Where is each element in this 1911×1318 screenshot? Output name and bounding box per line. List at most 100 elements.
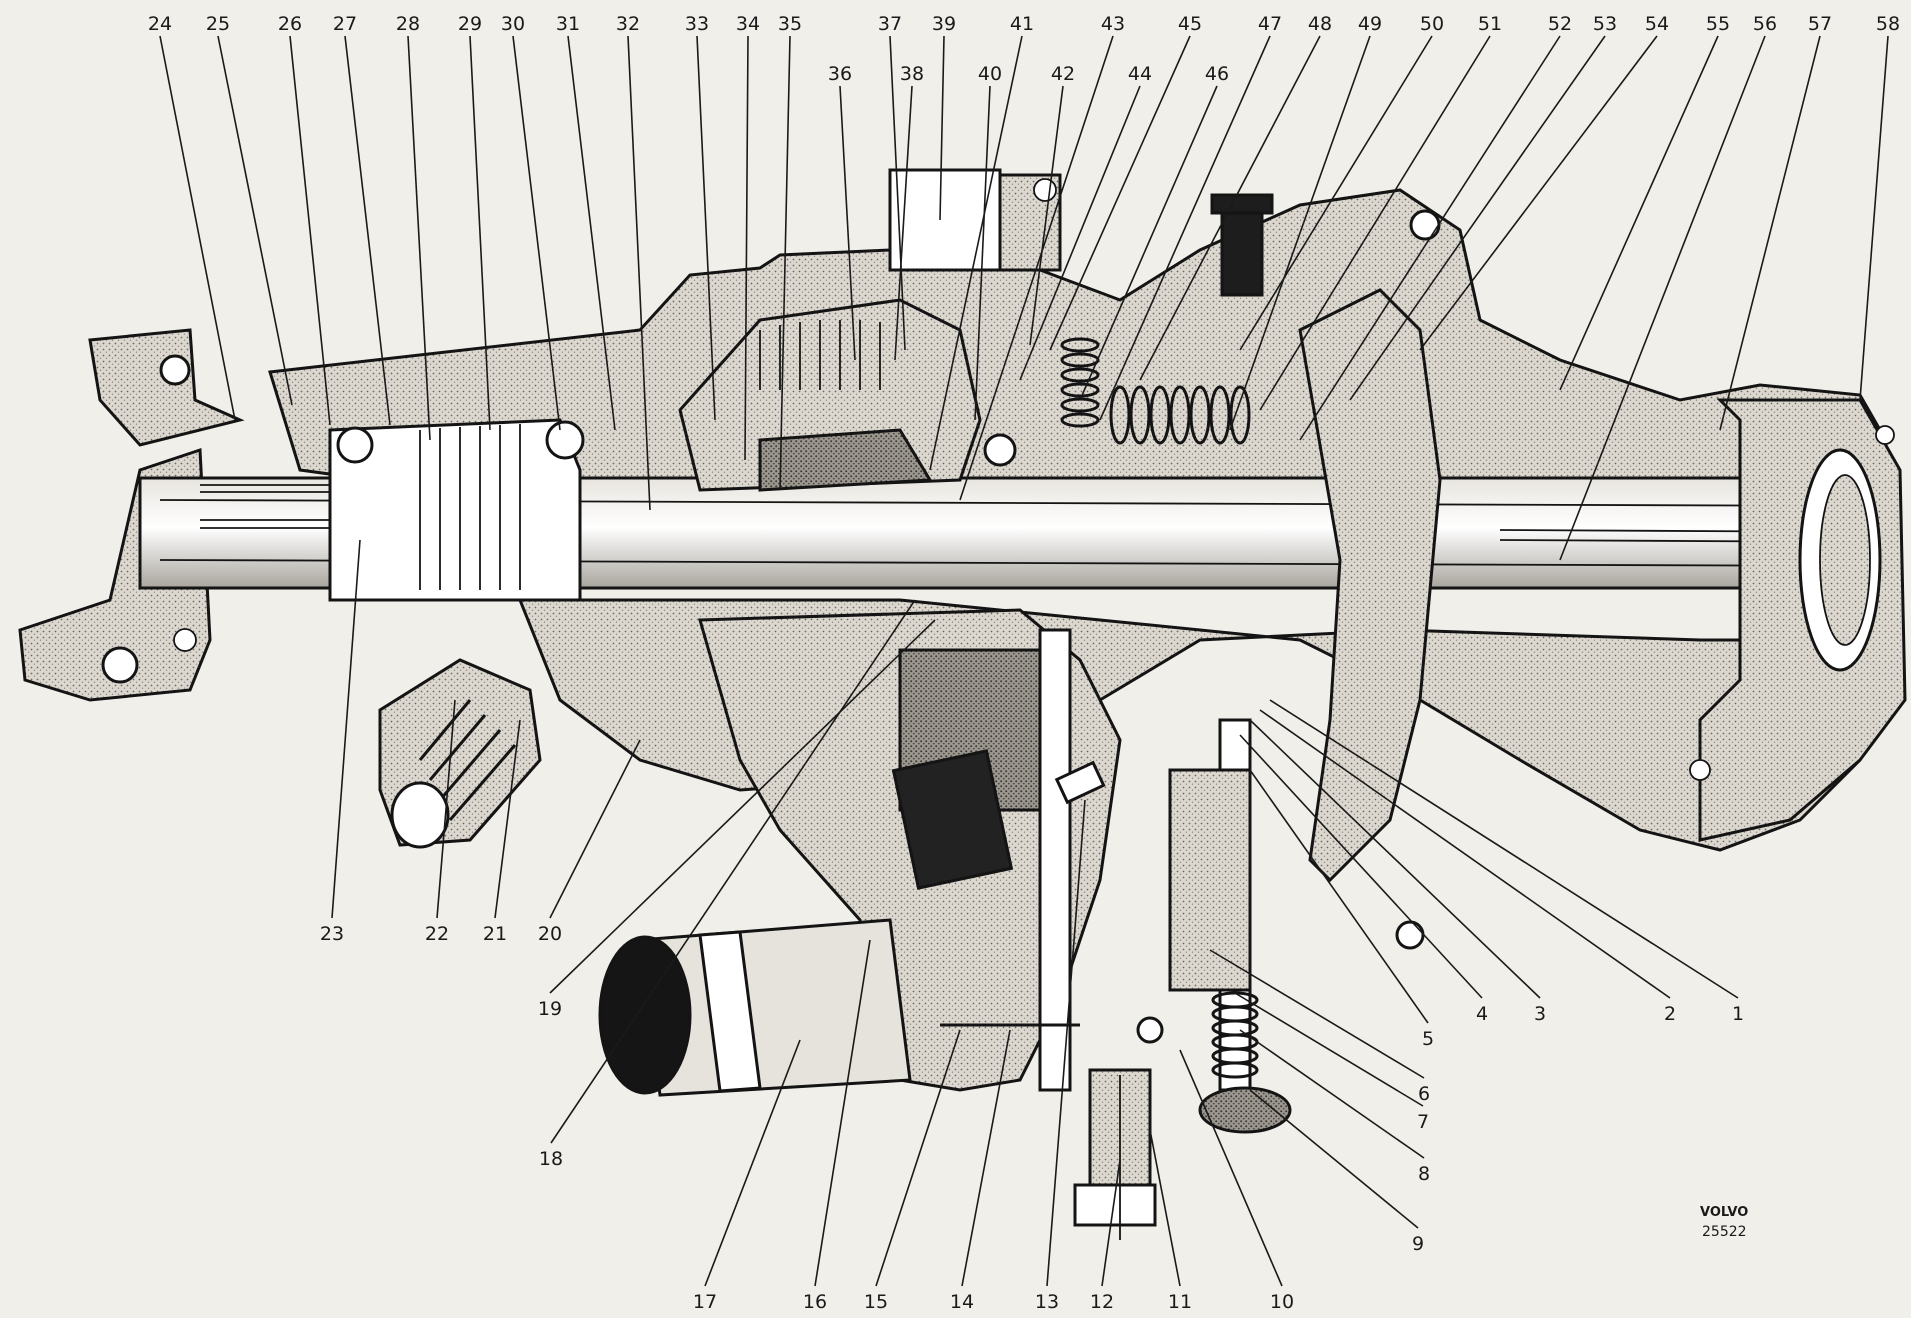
rear-bolt-hole (1875, 425, 1895, 445)
top-plug-cap (1210, 193, 1274, 215)
leader-line (779, 35, 791, 491)
leader-line (1299, 35, 1561, 441)
adjusting-nut (1198, 1086, 1292, 1134)
part-number-10: 10 (1270, 1291, 1294, 1313)
leader-line (1019, 85, 1141, 381)
valve-spool (1038, 628, 1072, 1092)
part-number-11: 11 (1168, 1291, 1192, 1313)
part-number-1: 1 (1732, 1003, 1744, 1025)
leader-line (1139, 35, 1321, 381)
part-number-53: 53 (1593, 13, 1617, 35)
part-number-20: 20 (538, 923, 562, 945)
ball-bearing (983, 433, 1017, 467)
leader-line (1419, 35, 1658, 351)
leader-line (961, 1029, 1011, 1287)
ball-bearing (336, 426, 374, 464)
part-number-23: 23 (320, 923, 344, 945)
part-number-41: 41 (1010, 13, 1034, 35)
leader-line (436, 699, 456, 919)
part-number-13: 13 (1035, 1291, 1059, 1313)
ball-bearing (545, 420, 585, 460)
leader-line (217, 35, 293, 406)
collar-splines (419, 424, 521, 590)
part-number-42: 42 (1051, 63, 1075, 85)
leader-line (512, 35, 561, 431)
leader-line (1099, 35, 1271, 421)
leader-line (407, 35, 431, 441)
leader-line (929, 35, 1023, 471)
solenoid-end (598, 935, 692, 1095)
part-number-35: 35 (778, 13, 802, 35)
leader-line (875, 1029, 961, 1287)
leader-line (704, 1039, 801, 1287)
leader-line (814, 939, 871, 1287)
leader-line (1239, 1029, 1425, 1159)
leader-line (550, 599, 916, 1144)
leader-line (839, 85, 856, 361)
leader-line (1559, 35, 1719, 391)
small-spring (1060, 337, 1100, 428)
part-number-46: 46 (1205, 63, 1229, 85)
leader-line (1719, 35, 1821, 431)
part-number-19: 19 (538, 998, 562, 1020)
part-number-37: 37 (878, 13, 902, 35)
leader-line (469, 35, 491, 431)
valve-spring (1211, 991, 1259, 1079)
part-number-17: 17 (693, 1291, 717, 1313)
leader-line (1209, 949, 1425, 1079)
leader-line (344, 35, 391, 426)
part-number-25: 25 (206, 13, 230, 35)
rear-bearing-inner (1819, 474, 1871, 646)
leader-line (1239, 35, 1433, 351)
stamp-brand: VOLVO (1700, 1205, 1748, 1220)
leader-line (1259, 709, 1671, 999)
part-number-28: 28 (396, 13, 420, 35)
part-number-48: 48 (1308, 13, 1332, 35)
leader-line (1859, 35, 1889, 401)
solenoid-band (698, 930, 762, 1093)
part-number-54: 54 (1645, 13, 1669, 35)
leader-line (744, 35, 749, 461)
part-number-40: 40 (978, 63, 1002, 85)
part-number-27: 27 (333, 13, 357, 35)
leader-line (567, 35, 616, 431)
leader-line (1249, 719, 1541, 999)
part-number-22: 22 (425, 923, 449, 945)
part-number-24: 24 (148, 13, 172, 35)
stamp-code: 25522 (1702, 1224, 1747, 1240)
part-number-47: 47 (1258, 13, 1282, 35)
part-number-4: 4 (1476, 1003, 1488, 1025)
leader-line (1179, 1049, 1283, 1287)
filter-ribs (418, 699, 517, 821)
part-number-57: 57 (1808, 13, 1832, 35)
leader-line (894, 85, 913, 361)
part-number-18: 18 (539, 1148, 563, 1170)
volvo-stamp: VOLVO 25522 (1700, 1205, 1748, 1240)
bell-housing (1298, 288, 1442, 883)
part-number-36: 36 (828, 63, 852, 85)
part-number-52: 52 (1548, 13, 1572, 35)
part-number-30: 30 (501, 13, 525, 35)
part-number-58: 58 (1876, 13, 1900, 35)
part-number-21: 21 (483, 923, 507, 945)
filter-end (390, 781, 450, 849)
part-number-34: 34 (736, 13, 760, 35)
mechanism-drawing (18, 168, 1907, 1240)
part-number-7: 7 (1417, 1111, 1429, 1133)
leader-lines (159, 35, 1889, 1287)
front-flange-arm (88, 328, 245, 447)
part-number-49: 49 (1358, 13, 1382, 35)
part-number-50: 50 (1420, 13, 1444, 35)
part-number-39: 39 (932, 13, 956, 35)
leader-line (696, 35, 716, 421)
part-number-3: 3 (1534, 1003, 1546, 1025)
leader-line (974, 85, 991, 421)
part-number-2: 2 (1664, 1003, 1676, 1025)
leader-line (289, 35, 331, 426)
leader-line (1239, 734, 1483, 999)
leader-line (1079, 85, 1218, 401)
part-number-26: 26 (278, 13, 302, 35)
part-number-12: 12 (1090, 1291, 1114, 1313)
leader-line (1029, 85, 1064, 346)
